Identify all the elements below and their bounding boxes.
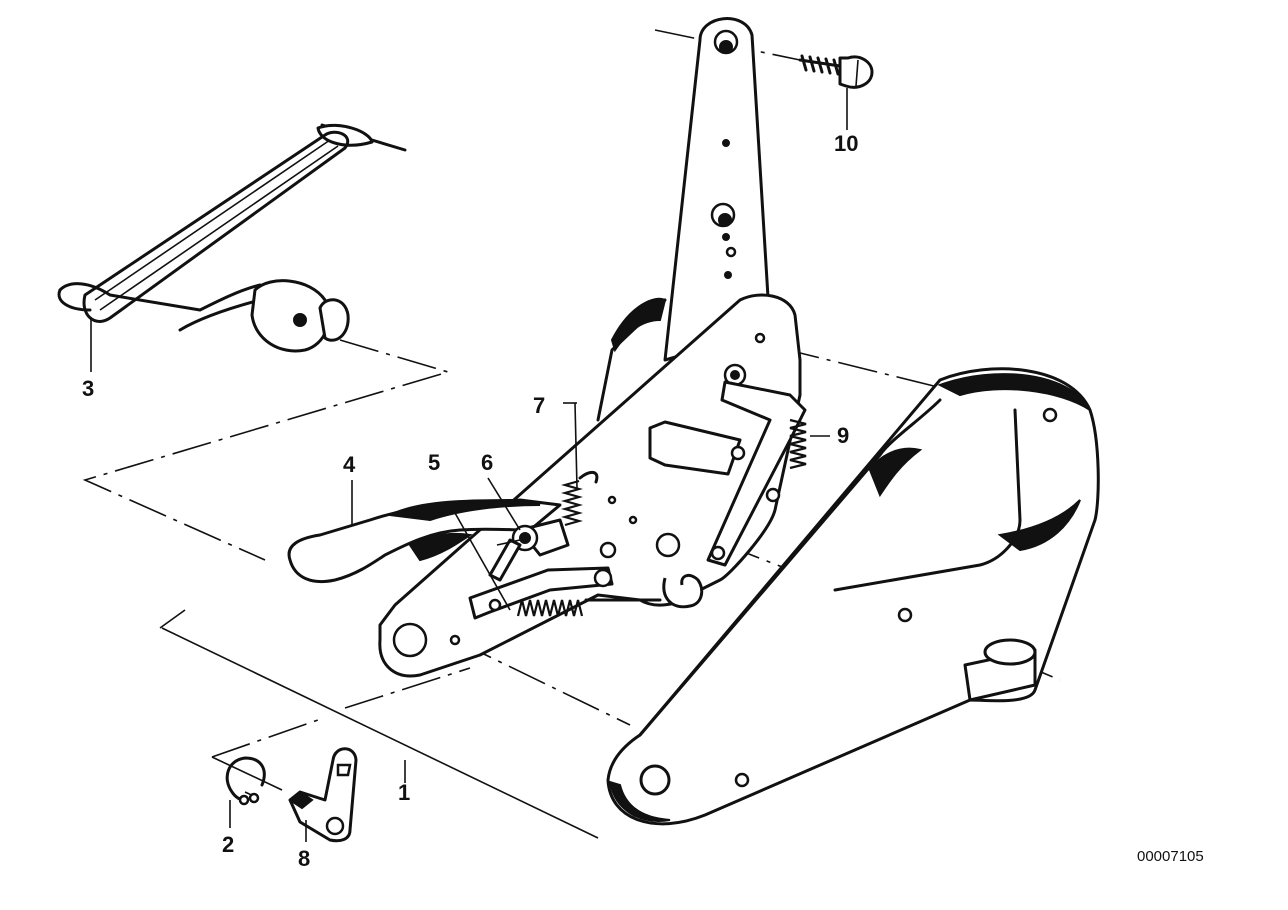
callout-3: 3	[82, 376, 94, 401]
leader-lines	[351, 477, 521, 783]
callout-8: 8	[298, 846, 310, 871]
callout-5: 5	[428, 450, 440, 475]
pawl-assembly-parts-5-6	[454, 402, 662, 620]
callout-1: 1	[398, 780, 410, 805]
callout-6: 6	[481, 450, 493, 475]
callout-4: 4	[343, 452, 356, 477]
backrest-hinge-arm	[596, 17, 772, 422]
crank-handle-part-3	[57, 123, 407, 372]
ratchet-arm-part-9	[706, 380, 830, 567]
callout-labels: 1 2 3 4 5 6 7 8 9 10	[82, 131, 858, 871]
screw-part-10	[798, 54, 874, 130]
base-plate	[378, 293, 802, 678]
callout-2: 2	[222, 832, 234, 857]
circlip-part-2	[225, 756, 266, 828]
lever-bracket-part-8	[288, 747, 358, 843]
callout-9: 9	[837, 423, 849, 448]
callout-7: 7	[533, 393, 545, 418]
diagram-reference-number: 00007105	[1137, 848, 1204, 865]
release-lever-part-4	[287, 498, 562, 584]
callout-10: 10	[834, 131, 858, 156]
side-cover	[606, 367, 1100, 826]
